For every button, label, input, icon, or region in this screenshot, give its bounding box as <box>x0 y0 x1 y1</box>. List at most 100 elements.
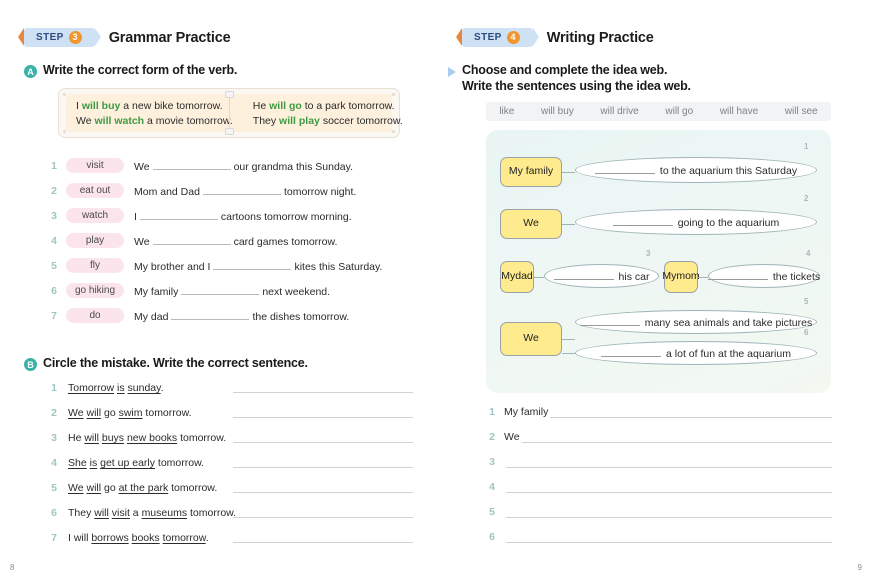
instruction-a-text: Write the correct form of the verb. <box>43 63 238 77</box>
example-verb-phrase: will buy <box>81 99 121 112</box>
step-header-writing: STEP 4 Writing Practice <box>456 28 654 47</box>
answer-line[interactable] <box>233 467 413 468</box>
idea-web-subject-box: We <box>500 209 562 239</box>
answer-line[interactable] <box>233 542 413 543</box>
sentence-suffix: next weekend. <box>262 285 331 298</box>
word-bank-item[interactable]: like <box>499 106 515 117</box>
word-bank-item[interactable]: will have <box>719 106 759 117</box>
answer-blank[interactable] <box>213 259 292 270</box>
sentence-suffix: kites this Saturday. <box>294 260 383 273</box>
idea-web-blank[interactable] <box>612 216 673 226</box>
mistake-sentence[interactable]: I will borrows books tomorrow. <box>68 532 209 544</box>
exercise-a-row: 2 eat out Mom and Dad tomorrow night. <box>48 183 356 198</box>
subject-line: My family <box>508 165 554 178</box>
idea-web-text: many sea animals and take pictures <box>644 316 813 329</box>
mistake-sentence[interactable]: We will go at the park tomorrow. <box>68 482 218 494</box>
row-number: 3 <box>489 456 495 468</box>
idea-web-connector <box>562 339 575 340</box>
example-verb-phrase: will go <box>269 99 302 112</box>
row-number: 5 <box>489 506 495 518</box>
page-title-writing: Writing Practice <box>546 29 654 46</box>
section-letter-b: B <box>24 358 37 371</box>
idea-web-ellipse[interactable]: his car <box>544 264 659 288</box>
writing-line[interactable] <box>550 406 832 418</box>
idea-web-ellipse[interactable]: a lot of fun at the aquarium <box>575 341 817 365</box>
idea-web-blank[interactable] <box>553 270 614 280</box>
answer-blank[interactable] <box>171 309 250 320</box>
verb-chip: eat out <box>66 183 124 198</box>
row-number: 7 <box>51 532 57 544</box>
step-header-grammar: STEP 3 Grammar Practice <box>18 28 231 47</box>
writing-line[interactable] <box>506 506 832 518</box>
idea-web-ellipse[interactable]: the tickets <box>707 264 820 288</box>
word-bank-item[interactable]: will go <box>665 106 694 117</box>
answer-blank[interactable] <box>181 284 260 295</box>
idea-web-number: 6 <box>804 328 809 337</box>
idea-web-ellipse[interactable]: going to the aquarium <box>575 209 817 235</box>
writing-line-prefix: My family <box>504 406 549 418</box>
writing-line[interactable] <box>506 481 832 493</box>
left-page: STEP 3 Grammar Practice A Write the corr… <box>10 28 413 572</box>
answer-blank[interactable] <box>152 234 231 245</box>
subject-line: My <box>662 270 677 283</box>
example-sentence: I will buy a new bike tomorrow. <box>76 99 223 112</box>
idea-web-ellipse[interactable]: many sea animals and take pictures <box>575 310 817 334</box>
word-bank-item[interactable]: will see <box>784 106 818 117</box>
answer-line[interactable] <box>233 492 413 493</box>
mistake-sentence[interactable]: He will buys new books tomorrow. <box>68 432 227 444</box>
answer-blank[interactable] <box>202 184 281 195</box>
writing-line-row: 6 <box>486 531 832 543</box>
idea-web-blank[interactable] <box>594 164 655 174</box>
writing-line-row: 4 <box>486 481 832 493</box>
word-bank-item[interactable]: will drive <box>600 106 639 117</box>
row-number: 2 <box>51 184 57 197</box>
idea-web-text: going to the aquarium <box>677 216 780 229</box>
idea-web-connector <box>562 172 575 173</box>
word-bank-item[interactable]: will buy <box>540 106 574 117</box>
verb-chip: do <box>66 308 124 323</box>
example-sentence: He will go to a park tomorrow. <box>252 99 395 112</box>
word-bank: like will buy will drive will go will have wi… <box>486 102 831 121</box>
triangle-bullet-icon <box>448 67 456 77</box>
writing-line[interactable] <box>506 531 832 543</box>
mistake-sentence[interactable]: We will go swim tomorrow. <box>68 407 192 419</box>
answer-line[interactable] <box>233 517 413 518</box>
sentence-prefix: Mom and Dad <box>134 185 200 198</box>
idea-web-blank[interactable] <box>579 316 640 326</box>
answer-line[interactable] <box>233 392 413 393</box>
corner-dot-icon <box>392 130 395 133</box>
example-sentence: We will watch a movie tomorrow. <box>76 114 233 127</box>
idea-web-number: 5 <box>804 297 809 306</box>
idea-web-ellipse[interactable]: to the aquarium this Saturday <box>575 157 817 183</box>
step-number: 4 <box>506 31 520 44</box>
mistake-sentence[interactable]: Tomorrow is sunday. <box>68 382 164 394</box>
mistake-sentence[interactable]: They will visit a museums tomorrow. <box>68 507 237 519</box>
answer-blank[interactable] <box>152 159 231 170</box>
row-number: 4 <box>51 234 57 247</box>
answer-blank[interactable] <box>139 209 218 220</box>
idea-web-blank[interactable] <box>601 347 662 357</box>
sentence-suffix: tomorrow night. <box>283 185 357 198</box>
example-verb-phrase: will watch <box>94 114 145 127</box>
idea-web-blank[interactable] <box>707 270 768 280</box>
idea-web-text: his car <box>618 270 650 283</box>
writing-line[interactable] <box>506 456 832 468</box>
writing-line[interactable] <box>521 431 832 443</box>
mistake-sentence[interactable]: She is get up early tomorrow. <box>68 457 205 469</box>
sentence-prefix: My dad <box>134 310 169 323</box>
answer-line[interactable] <box>233 442 413 443</box>
sentence-suffix: card games tomorrow. <box>233 235 338 248</box>
writing-line-row: 3 <box>486 456 832 468</box>
answer-line[interactable] <box>233 417 413 418</box>
verb-chip: play <box>66 233 124 248</box>
